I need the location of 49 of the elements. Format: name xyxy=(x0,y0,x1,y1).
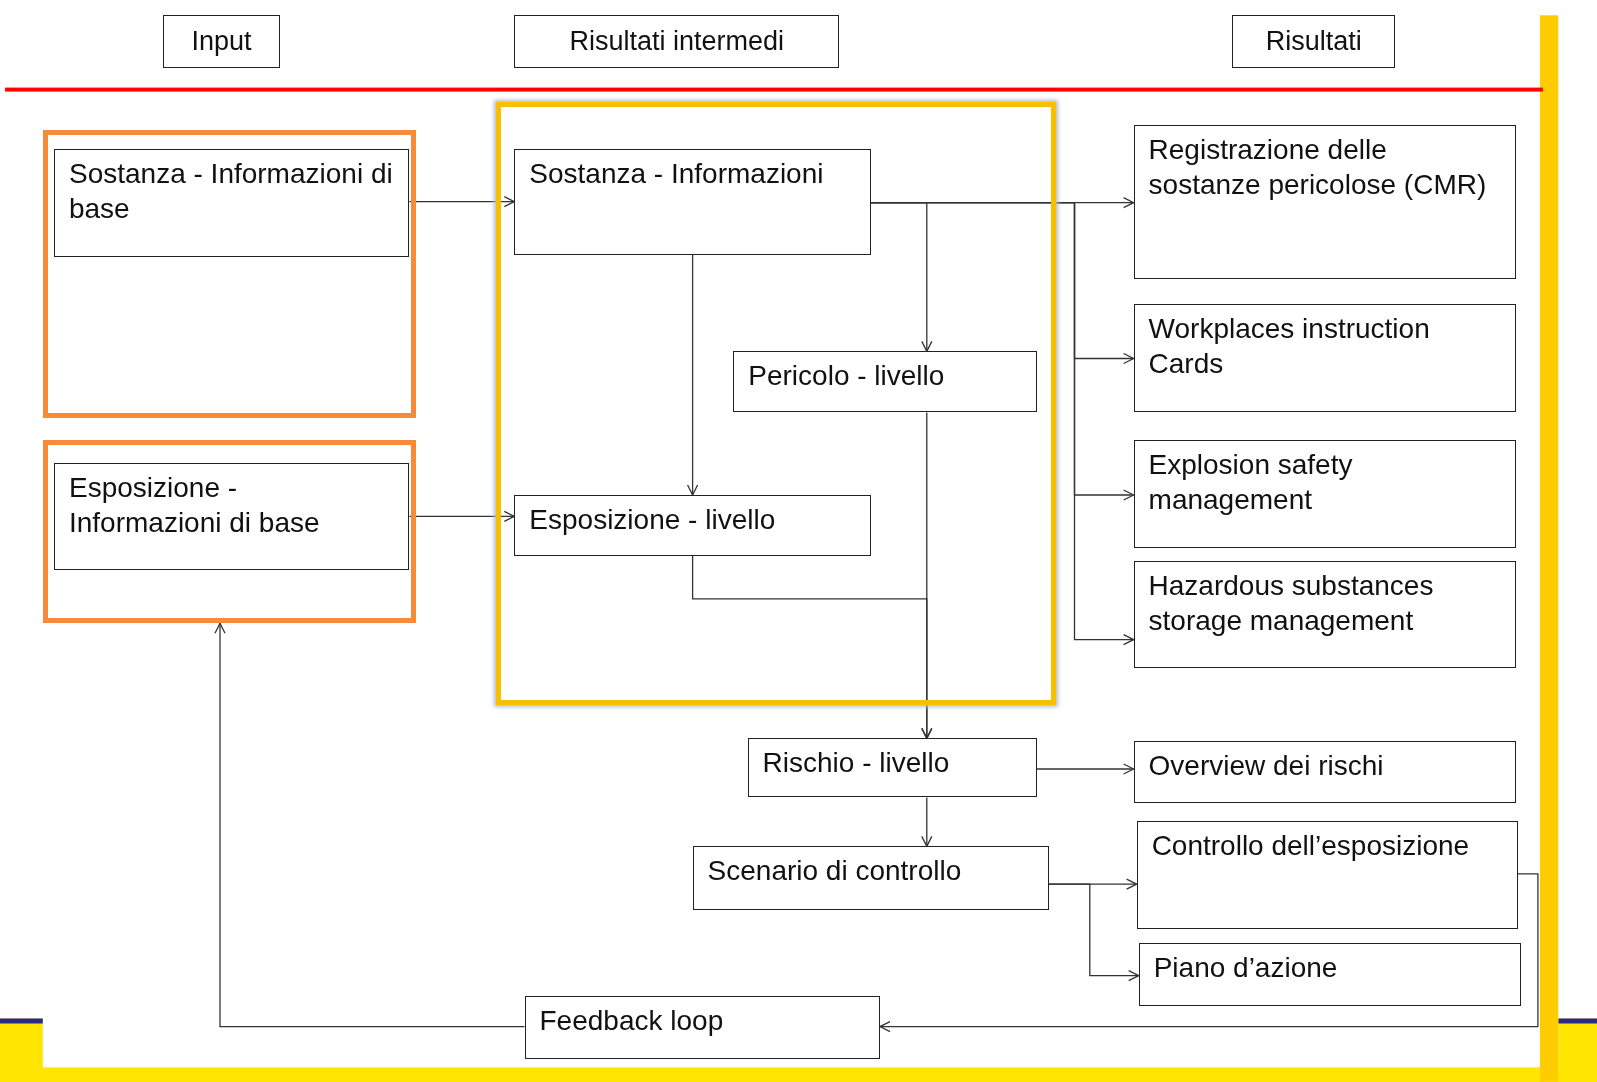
process-box xyxy=(524,996,880,1060)
box-label: Overview dei rischi xyxy=(1148,749,1385,784)
process-box xyxy=(733,351,1037,413)
box-label: Sostanza - Informazioni di base xyxy=(68,156,394,226)
process-box xyxy=(1136,820,1518,929)
box-label: Piano d’azione xyxy=(1153,951,1339,986)
box-label: Pericolo - livello xyxy=(748,359,946,394)
box-label: Workplaces instruction Cards xyxy=(1148,311,1431,381)
process-box xyxy=(53,463,410,571)
process-box xyxy=(692,846,1050,910)
box-label: Explosion safety management xyxy=(1148,448,1354,517)
arrow xyxy=(1036,763,1135,775)
box-label: Scenario di controllo xyxy=(707,854,963,889)
arrow xyxy=(879,873,1539,1033)
group-frame xyxy=(42,440,416,624)
process-box xyxy=(514,494,871,557)
box-label: Sostanza - Informazioni xyxy=(529,156,825,191)
header-label: Input xyxy=(191,24,252,58)
column-header xyxy=(1232,15,1396,69)
column-header xyxy=(162,15,281,69)
arrow xyxy=(408,510,515,523)
process-box xyxy=(1133,741,1516,803)
process-box xyxy=(747,738,1037,798)
process-box xyxy=(514,148,871,255)
arrow xyxy=(1048,883,1140,982)
arrow xyxy=(870,202,1135,646)
group-frame xyxy=(496,101,1057,705)
box-label: Rischio - livello xyxy=(762,746,951,781)
group-frame xyxy=(42,130,416,418)
process-box xyxy=(53,148,410,257)
box-label: Registrazione delle sostanze pericolose (CMR) xyxy=(1148,133,1488,203)
arrow xyxy=(214,622,526,1028)
process-box xyxy=(1133,440,1516,548)
process-box xyxy=(1138,943,1521,1007)
arrow xyxy=(686,253,699,496)
process-box xyxy=(1133,303,1516,413)
box-label: Feedback loop xyxy=(539,1004,725,1039)
arrow xyxy=(691,555,933,740)
box-label: Esposizione - livello xyxy=(529,502,777,537)
column-header xyxy=(514,15,840,69)
box-label: Hazardous substances storage management xyxy=(1148,569,1435,639)
header-label: Risultati intermedi xyxy=(569,24,785,58)
arrow xyxy=(921,796,933,848)
arrow xyxy=(408,196,515,208)
box-label: Esposizione - Informazioni di base xyxy=(68,471,321,541)
box-label: Controllo dell’esposizione xyxy=(1151,828,1471,863)
header-label: Risultati xyxy=(1265,24,1362,58)
process-box xyxy=(1133,561,1516,669)
process-box xyxy=(1133,125,1516,280)
